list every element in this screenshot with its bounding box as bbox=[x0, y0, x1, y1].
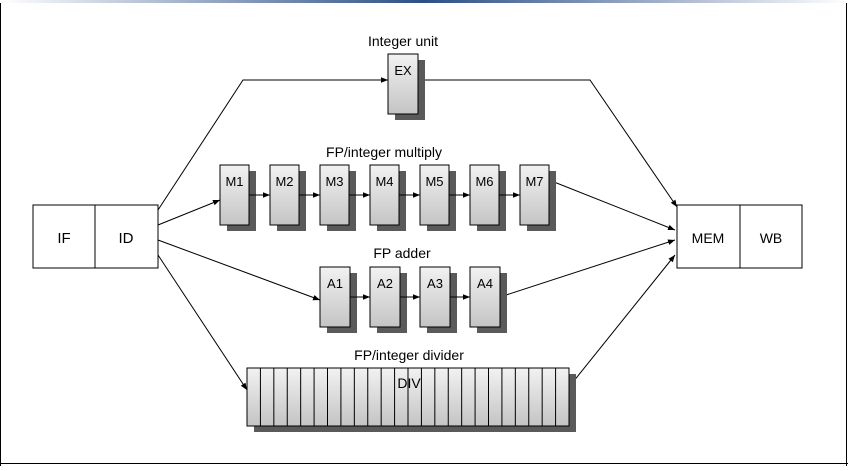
multiply-stage-label: M2 bbox=[275, 174, 293, 189]
front-end-stages: IF ID bbox=[32, 204, 159, 269]
adder-stages: A1 A2 A3 A4 bbox=[319, 266, 507, 333]
integer-unit-title: Integer unit bbox=[368, 33, 438, 49]
back-end-stages: MEM WB bbox=[676, 204, 803, 269]
adder-stage-label: A3 bbox=[427, 276, 443, 291]
adder-stage bbox=[419, 266, 451, 328]
mem-label: MEM bbox=[692, 230, 725, 246]
multiply-stages: M1 M2 M3 M4 M5 M6 M7 bbox=[219, 164, 556, 231]
multiply-stage-label: M1 bbox=[225, 174, 243, 189]
adder-stage bbox=[469, 266, 501, 328]
multiply-title: FP/integer multiply bbox=[326, 144, 442, 160]
adder-stage-label: A2 bbox=[377, 276, 393, 291]
edge-div-to-mem bbox=[568, 254, 676, 388]
multiply-stage-label: M6 bbox=[475, 174, 493, 189]
if-label: IF bbox=[57, 230, 70, 247]
adder-stage-label: A4 bbox=[477, 276, 493, 291]
if-stage bbox=[32, 204, 96, 269]
edge-m7-to-mem bbox=[548, 179, 676, 231]
multiply-stage bbox=[519, 164, 550, 226]
id-label: ID bbox=[119, 230, 134, 247]
divider-title: FP/integer divider bbox=[354, 347, 464, 363]
edge-id-to-a1 bbox=[157, 239, 321, 301]
wb-label: WB bbox=[760, 230, 783, 246]
multiply-stage-label: M5 bbox=[425, 174, 443, 189]
divider-unit bbox=[246, 367, 576, 432]
edge-id-to-ex bbox=[157, 77, 388, 211]
ex-stage bbox=[387, 53, 419, 115]
mem-stage bbox=[676, 204, 741, 269]
ex-label: EX bbox=[394, 63, 412, 78]
multiply-stage bbox=[469, 164, 500, 226]
id-stage bbox=[94, 204, 159, 269]
edge-id-to-m1 bbox=[157, 199, 221, 226]
multiply-stage bbox=[219, 164, 250, 226]
multiply-stage-label: M3 bbox=[325, 174, 343, 189]
edge-a4-to-mem bbox=[499, 239, 676, 298]
multiply-stage-label: M7 bbox=[525, 174, 543, 189]
adder-stage-label: A1 bbox=[327, 276, 343, 291]
connection-lines bbox=[157, 77, 678, 391]
edge-id-to-div bbox=[157, 254, 248, 391]
wb-stage bbox=[739, 204, 803, 269]
multiply-stage-label: M4 bbox=[375, 174, 393, 189]
div-label: DIV bbox=[397, 375, 421, 391]
adder-title: FP adder bbox=[373, 245, 431, 261]
adder-stage bbox=[369, 266, 401, 328]
multiply-stage bbox=[419, 164, 450, 226]
multiply-stage bbox=[269, 164, 300, 226]
integer-unit: Integer unit EX bbox=[368, 33, 438, 120]
multiply-stage bbox=[319, 164, 350, 226]
top-accent-bar bbox=[0, 0, 848, 3]
edge-ex-to-mem bbox=[418, 79, 678, 208]
